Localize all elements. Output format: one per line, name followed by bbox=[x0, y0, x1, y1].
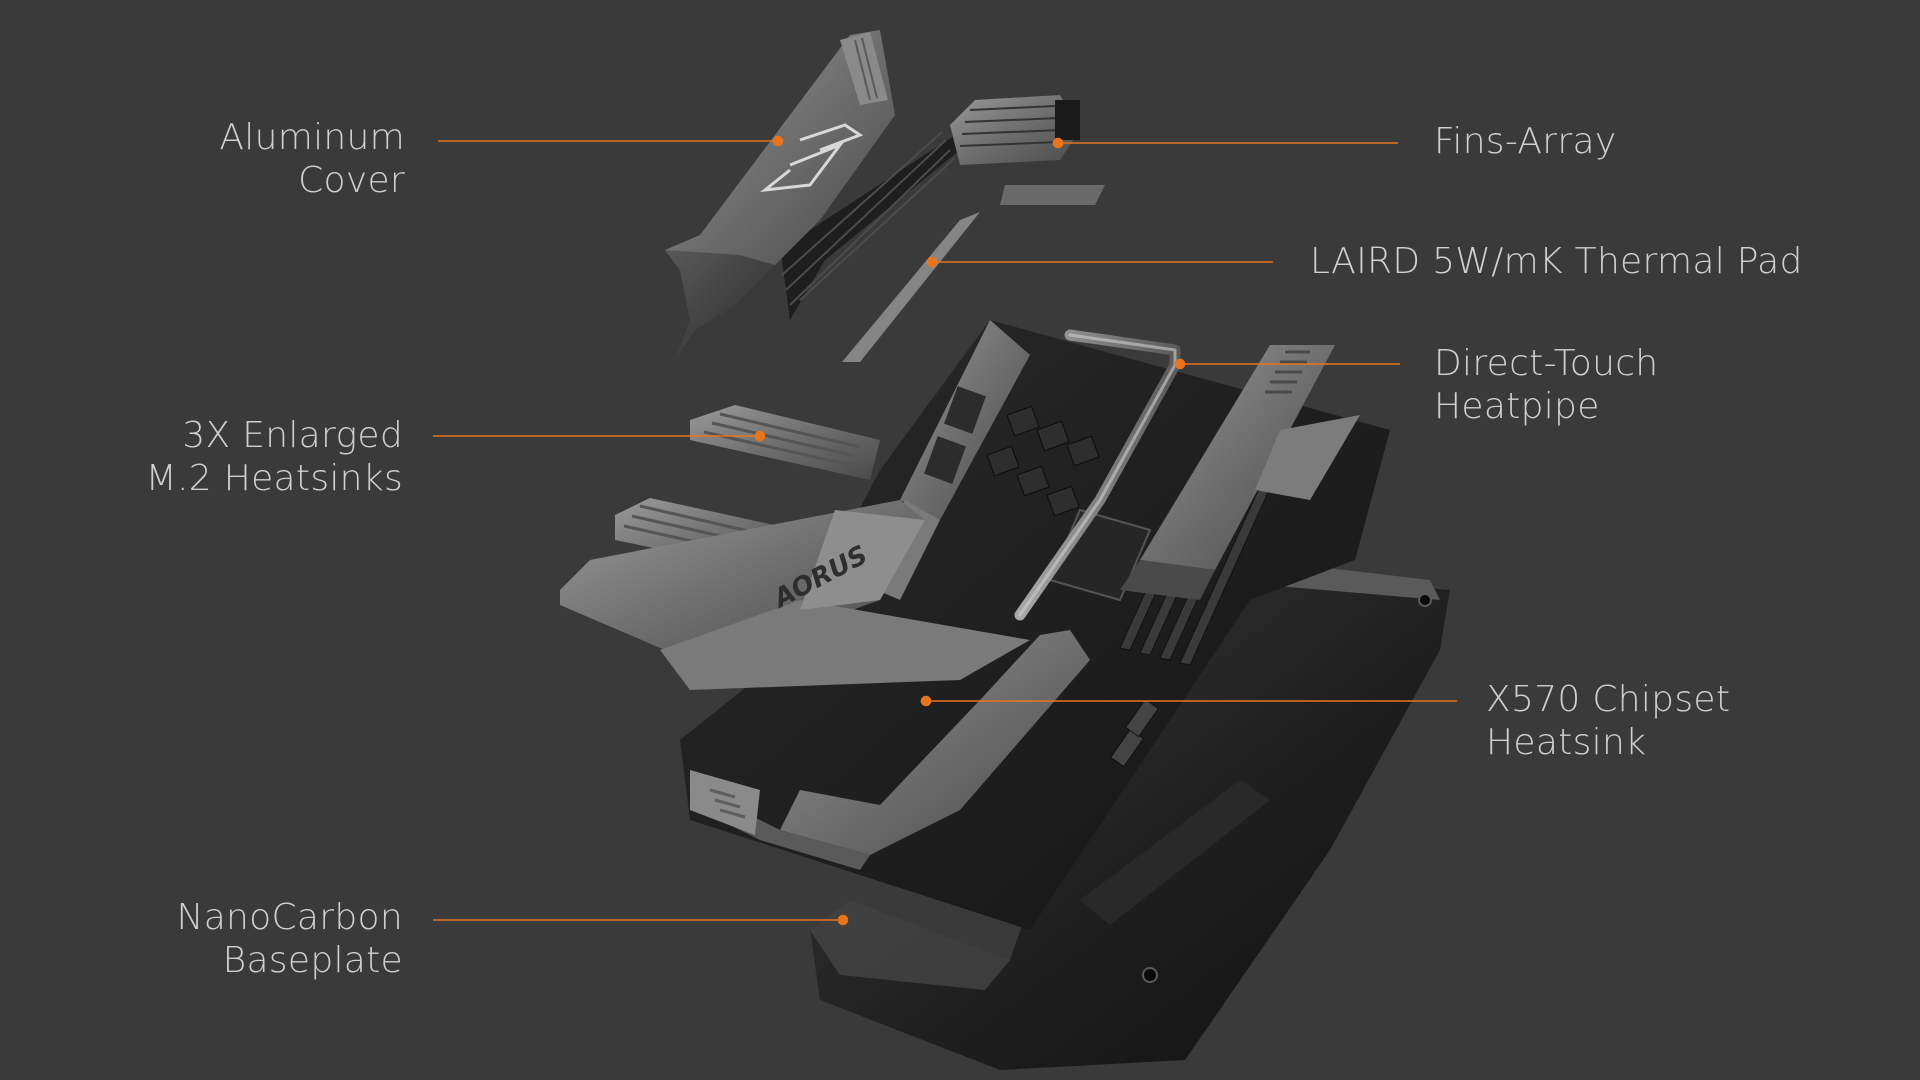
aorus-eagle-logo bbox=[760, 123, 864, 193]
label-line: Aluminum bbox=[219, 117, 405, 158]
label-m2-heatsinks: 3X Enlarged M.2 Heatsinks bbox=[146, 414, 403, 500]
label-thermal-pad: LAIRD 5W/mK Thermal Pad bbox=[1310, 240, 1803, 283]
label-aluminum-cover: Aluminum Cover bbox=[219, 116, 405, 202]
m2-heatsinks-part: AORUS bbox=[560, 405, 1030, 690]
label-line: Baseplate bbox=[222, 940, 403, 981]
label-line: M.2 Heatsinks bbox=[145, 458, 403, 499]
aluminum-cover-part bbox=[665, 30, 895, 360]
vrm-heatsink-part bbox=[1120, 345, 1360, 600]
label-line: X570 Chipset bbox=[1486, 679, 1731, 720]
chipset-heatsink-part bbox=[690, 630, 1090, 870]
thermal-pad-part bbox=[842, 185, 1105, 362]
label-fins-array: Fins-Array bbox=[1434, 120, 1616, 163]
label-heatpipe: Direct-Touch Heatpipe bbox=[1434, 342, 1658, 428]
label-line: LAIRD 5W/mK Thermal Pad bbox=[1310, 241, 1803, 282]
label-line: 3X Enlarged bbox=[182, 415, 403, 456]
label-line: Heatsink bbox=[1486, 722, 1647, 763]
callout-leaders bbox=[433, 135, 1457, 926]
label-line: Fins-Array bbox=[1434, 121, 1617, 162]
label-line: Heatpipe bbox=[1434, 386, 1600, 427]
fins-array-part bbox=[780, 95, 1080, 320]
label-line: NanoCarbon bbox=[176, 897, 403, 938]
label-baseplate: NanoCarbon Baseplate bbox=[176, 896, 403, 982]
baseplate-part bbox=[810, 560, 1450, 1070]
label-line: Cover bbox=[298, 160, 405, 201]
label-chipset-heatsink: X570 Chipset Heatsink bbox=[1486, 678, 1730, 764]
label-line: Direct-Touch bbox=[1434, 343, 1659, 384]
